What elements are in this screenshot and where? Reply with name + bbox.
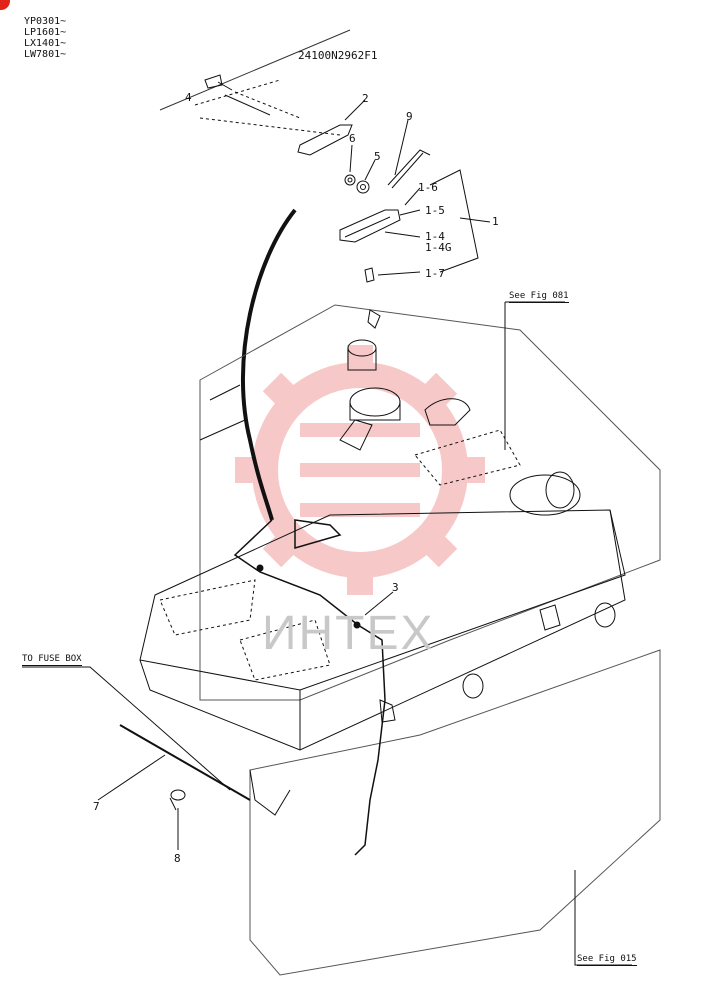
ref-fig-081[interactable]: See Fig 081 xyxy=(509,291,569,303)
callout-2: 2 xyxy=(362,92,369,105)
callout-9: 9 xyxy=(406,110,413,123)
callout-1-4: 1-4 xyxy=(425,230,445,243)
ref-fuse-box: TO FUSE BOX xyxy=(22,654,82,666)
callout-1-7: 1-7 xyxy=(425,267,445,280)
callout-1-4g: 1-4G xyxy=(425,241,452,254)
model-code-3: LX1401~ xyxy=(24,38,67,49)
callout-1-5: 1-5 xyxy=(425,204,445,217)
ref-fig-015[interactable]: See Fig 015 xyxy=(577,954,637,966)
callout-4: 4 xyxy=(185,91,192,104)
callout-1-6: 1-6 xyxy=(418,181,438,194)
corner-badge xyxy=(0,0,10,10)
callout-3: 3 xyxy=(392,581,399,594)
model-code-2: LP1601~ xyxy=(24,27,67,38)
callout-5: 5 xyxy=(374,150,381,163)
model-code-4: LW7801~ xyxy=(24,49,67,60)
watermark-text: ИНТЕХ xyxy=(262,607,435,660)
drawing-code: 24100N2962F1 xyxy=(298,49,378,62)
callout-6: 6 xyxy=(349,132,356,145)
watermark-gear-icon xyxy=(235,345,485,595)
callout-7: 7 xyxy=(93,800,100,813)
callout-1: 1 xyxy=(492,215,499,228)
callout-8: 8 xyxy=(174,852,181,865)
model-code-1: YP0301~ xyxy=(24,16,67,27)
